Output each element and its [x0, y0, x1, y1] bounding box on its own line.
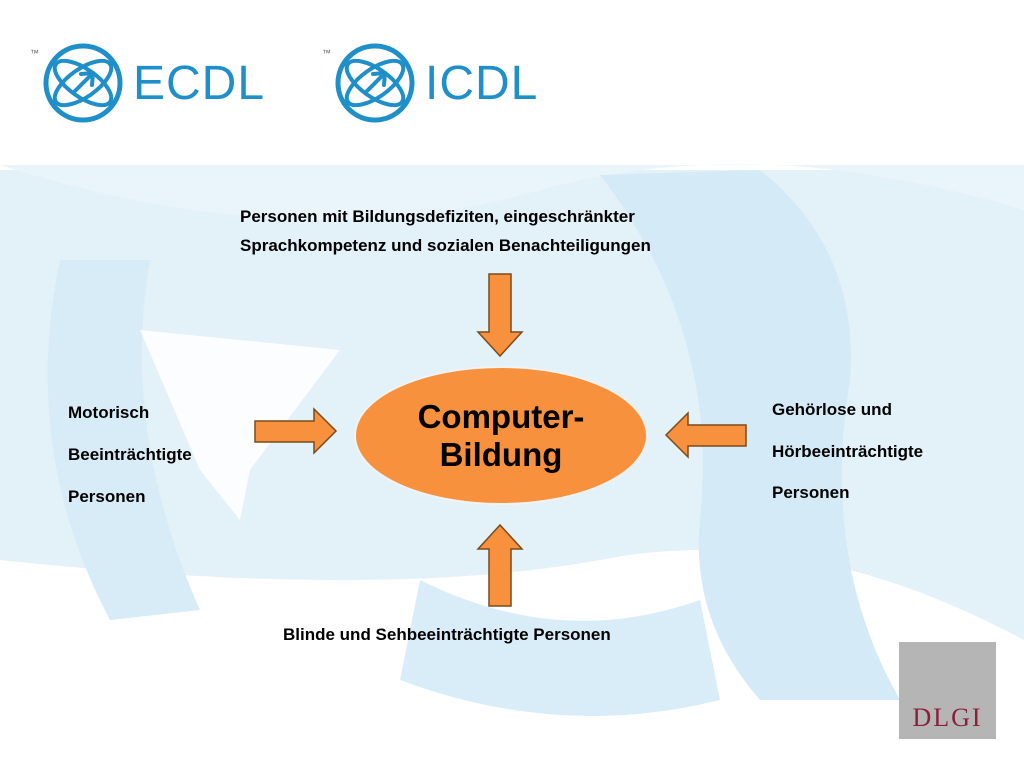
trademark-symbol: ™ — [30, 48, 39, 58]
arrow-left-icon — [664, 411, 747, 459]
arrow-up-icon — [476, 523, 524, 607]
left-group-line-1: Motorisch — [68, 403, 150, 422]
ecdl-globe-icon — [43, 43, 123, 123]
icdl-wordmark: ICDL — [425, 56, 539, 110]
icdl-logo: ™ ICDL — [322, 38, 538, 128]
center-ellipse: Computer- Bildung — [356, 368, 646, 503]
center-label-line-2: Bildung — [439, 435, 563, 473]
icdl-globe-icon — [335, 43, 415, 123]
arrow-down-icon — [476, 273, 524, 358]
ecdl-wordmark: ECDL — [133, 56, 266, 110]
dlgi-logo: DLGI — [899, 642, 996, 739]
right-group-line-1: Gehörlose und — [772, 400, 892, 419]
top-group-line-2: Sprachkompetenz und sozialen Benachteili… — [240, 236, 651, 255]
center-label-line-1: Computer- — [417, 397, 585, 435]
bottom-group-label: Blinde und Sehbeeinträchtigte Personen — [283, 625, 611, 644]
arrow-right-icon — [254, 407, 338, 455]
left-group-line-2: Beeinträchtigte — [68, 445, 192, 464]
trademark-symbol: ™ — [322, 48, 331, 58]
right-group-line-3: Personen — [772, 483, 850, 502]
dlgi-wordmark: DLGI — [912, 703, 983, 732]
ecdl-logo: ™ ECDL — [30, 38, 265, 128]
left-group-line-3: Personen — [68, 487, 146, 506]
top-group-line-1: Personen mit Bildungsdefiziten, eingesch… — [240, 207, 635, 226]
right-group-line-2: Hörbeeinträchtigte — [772, 442, 924, 461]
